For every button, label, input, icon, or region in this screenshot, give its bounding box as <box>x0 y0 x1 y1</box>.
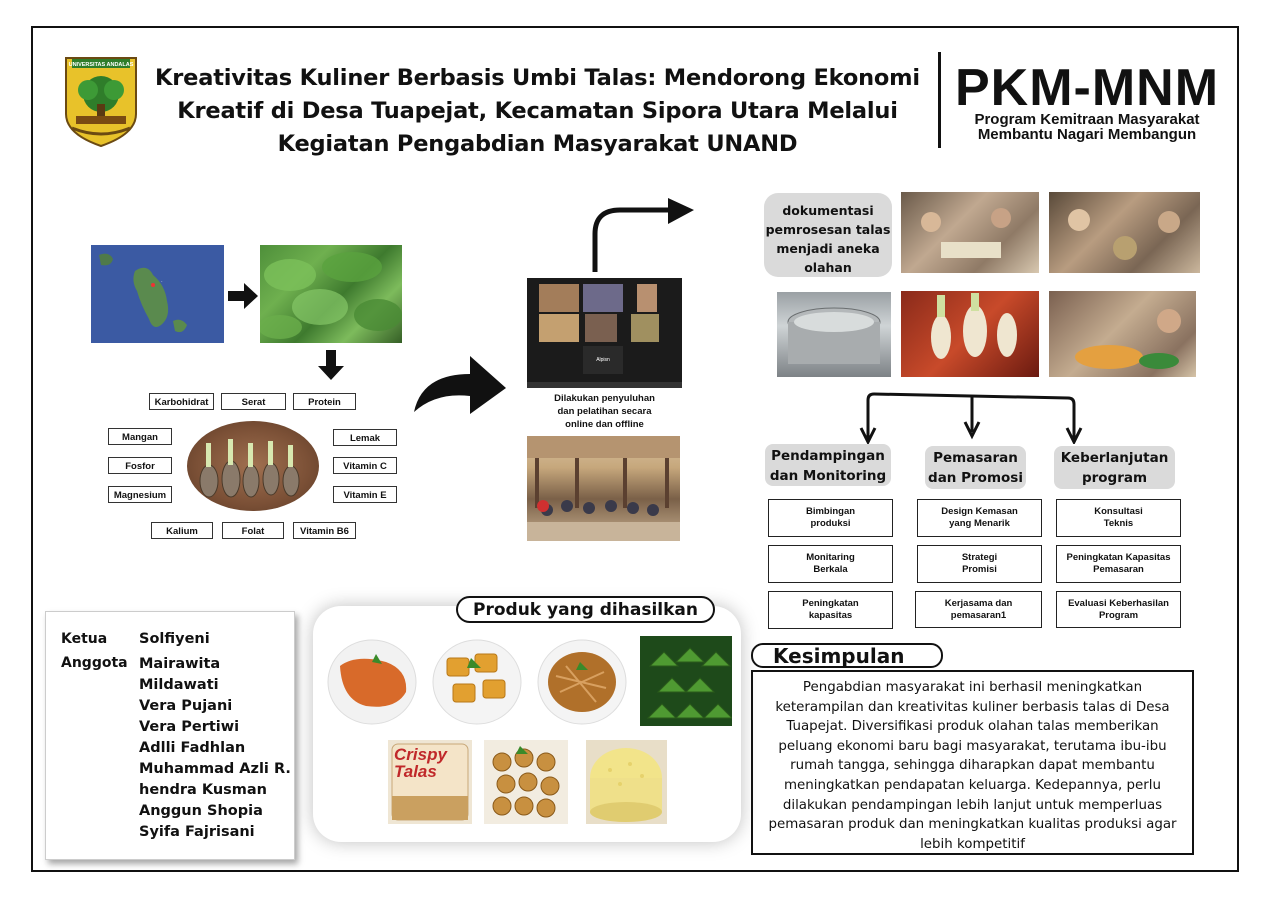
documentation-photo <box>1049 291 1196 377</box>
arrow-up-right-icon <box>592 198 694 272</box>
poster-frame <box>31 26 1239 872</box>
conclusion-title: Kesimpulan <box>751 643 943 668</box>
products-title: Produk yang dihasilkan <box>456 596 715 623</box>
map-image: · <box>91 245 224 343</box>
program-title: Pemasaran dan Promosi <box>925 446 1026 489</box>
nutrient-box: Kalium <box>151 522 213 539</box>
product-package-photo: Crispy Talas <box>388 740 472 824</box>
program-line-2: Membantu Nagari Membangun <box>977 126 1197 143</box>
program-title: Pendampingan dan Monitoring <box>765 444 891 486</box>
header-divider <box>938 52 941 148</box>
nutrient-box: Mangan <box>108 428 172 445</box>
member-name: Vera Pertiwi <box>139 719 240 735</box>
member-name: Mairawita <box>139 656 221 672</box>
zoom-meeting-image: Alpisn <box>527 278 682 388</box>
nutrient-box: Karbohidrat <box>149 393 214 410</box>
member-name: Syifa Fajrisani <box>139 824 255 840</box>
product-photo <box>484 740 568 824</box>
anggota-label: Anggota <box>61 655 128 671</box>
poster-title: Kreativitas Kuliner Berbasis Umbi Talas:… <box>155 65 920 157</box>
nutrient-box: Folat <box>222 522 284 539</box>
documentation-photo <box>1049 192 1200 273</box>
nutrient-box: Fosfor <box>108 457 172 474</box>
arrow-down-icon <box>318 350 344 380</box>
zoom-participant-name: Alpisn <box>583 346 623 374</box>
svg-text:UNIVERSITAS ANDALAS: UNIVERSITAS ANDALAS <box>69 62 134 68</box>
nutrient-box: Protein <box>293 393 356 410</box>
program-code: PKM-MNM <box>954 59 1220 117</box>
ketua-name: Solfiyeni <box>139 631 210 647</box>
unand-logo: UNIVERSITAS ANDALAS <box>65 57 137 148</box>
team-card <box>45 611 295 860</box>
member-name: Vera Pujani <box>139 698 233 714</box>
nutrient-box: Serat <box>221 393 286 410</box>
nutrient-box: Vitamin E <box>333 486 397 503</box>
nutrient-box: Vitamin C <box>333 457 397 474</box>
product-photo <box>326 636 418 726</box>
documentation-photo <box>901 192 1039 273</box>
product-photo <box>586 740 667 824</box>
taro-plants-image <box>260 245 402 343</box>
member-name: Muhammad Azli R. <box>139 761 291 777</box>
svg-text:·: · <box>161 279 163 285</box>
member-name: Mildawati <box>139 677 219 693</box>
product-photo <box>640 636 732 726</box>
member-name: hendra Kusman <box>139 782 267 798</box>
product-photo <box>431 636 523 726</box>
branch-arrows-icon <box>859 392 1083 444</box>
taro-tubers-image <box>187 421 319 511</box>
nutrient-box: Vitamin B6 <box>293 522 356 539</box>
product-photo <box>536 636 628 726</box>
program-subtitle: Program Kemitraan Masyarakat Membantu Na… <box>948 112 1226 142</box>
arrow-right-icon <box>228 283 258 309</box>
documentation-photo <box>777 292 891 377</box>
documentation-label: dokumentasi pemrosesan talas menjadi ane… <box>764 193 892 277</box>
curved-arrow-icon <box>414 356 506 414</box>
package-label: Crispy Talas <box>394 745 447 781</box>
nutrient-box: Lemak <box>333 429 397 446</box>
ketua-label: Ketua <box>61 631 108 647</box>
documentation-photo <box>901 291 1039 377</box>
member-name: Adlli Fadhlan <box>139 740 246 756</box>
activity-caption: Dilakukan penyuluhan dan pelatihan secar… <box>554 393 655 430</box>
program-title: Keberlanjutan program <box>1054 446 1175 489</box>
conclusion-text: Pengabdian masyarakat ini berhasil menin… <box>751 670 1194 855</box>
program-line-1: Program Kemitraan Masyarakat <box>974 111 1200 128</box>
member-name: Anggun Shopia <box>139 803 263 819</box>
nutrient-box: Magnesium <box>108 486 172 503</box>
offline-training-image <box>527 436 680 541</box>
